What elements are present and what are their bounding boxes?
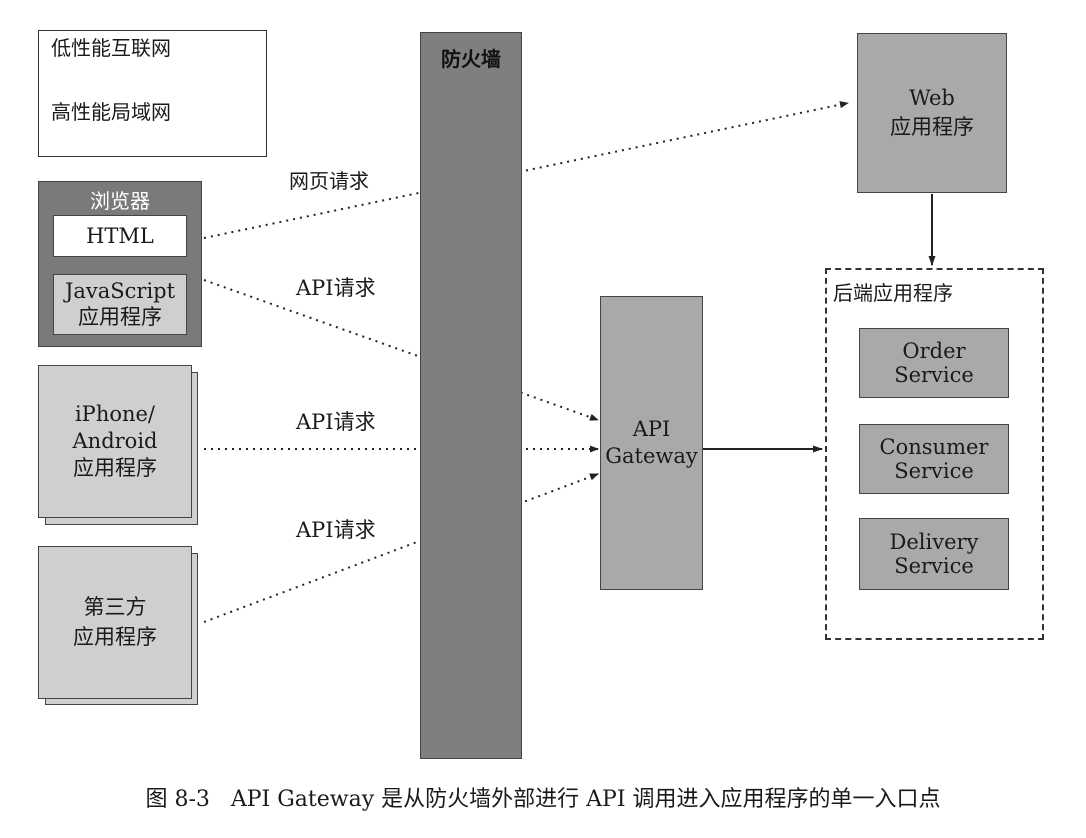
api-gateway-box: API Gateway [600, 296, 703, 590]
api-request-label-2: API请求 [296, 410, 376, 434]
delivery-service-box: Delivery Service [859, 518, 1009, 590]
firewall-label: 防火墙 [441, 47, 501, 71]
html-label: HTML [86, 223, 154, 248]
mobile-app-line1: iPhone/ [74, 401, 156, 426]
js-api-request-arrow [203, 279, 599, 421]
api-gateway-line1: API [632, 416, 671, 441]
web-app-line2: 应用程序 [890, 115, 974, 139]
third-party-api-request-arrow [203, 473, 599, 623]
browser-box: 浏览器 HTML JavaScript 应用程序 [38, 181, 202, 347]
legend-lan-label: 高性能局域网 [51, 100, 171, 124]
legend-internet-label: 低性能互联网 [51, 36, 171, 60]
browser-title: 浏览器 [90, 188, 150, 213]
figure-caption: 图 8-3 API Gateway 是从防火墙外部进行 API 调用进入应用程序… [145, 787, 941, 812]
third-party-app-line1: 第三方 [83, 595, 147, 620]
consumer-service-box: Consumer Service [859, 424, 1009, 494]
api-request-label-1: API请求 [296, 276, 376, 300]
mobile-app-line3: 应用程序 [73, 456, 157, 481]
html-box: HTML [53, 215, 187, 257]
backend-applications: 后端应用程序 Order Service Consumer Service De… [825, 268, 1044, 640]
consumer-service-line1: Consumer [879, 434, 989, 459]
delivery-service-line2: Service [894, 554, 974, 578]
firewall: 防火墙 [420, 32, 522, 759]
third-party-app-line2: 应用程序 [73, 624, 157, 649]
web-app-box: Web 应用程序 [857, 33, 1007, 193]
mobile-app-box: iPhone/ Android 应用程序 [38, 365, 192, 518]
js-app-line1: JavaScript [64, 279, 176, 304]
consumer-service-line2: Service [894, 459, 974, 483]
backend-title: 后端应用程序 [833, 281, 953, 305]
third-party-app-box: 第三方 应用程序 [38, 546, 192, 699]
delivery-service-line1: Delivery [889, 529, 979, 554]
order-service-box: Order Service [859, 328, 1009, 398]
js-app-line2: 应用程序 [78, 304, 162, 329]
api-gateway-line2: Gateway [605, 444, 698, 468]
mobile-app-line2: Android [72, 428, 158, 453]
legend: 低性能互联网 高性能局域网 [38, 30, 267, 157]
web-page-request-label: 网页请求 [289, 169, 369, 193]
web-app-line1: Web [909, 85, 955, 110]
js-app-box: JavaScript 应用程序 [53, 274, 187, 335]
api-request-label-3: API请求 [296, 518, 376, 542]
order-service-label: Order Service [894, 338, 974, 387]
